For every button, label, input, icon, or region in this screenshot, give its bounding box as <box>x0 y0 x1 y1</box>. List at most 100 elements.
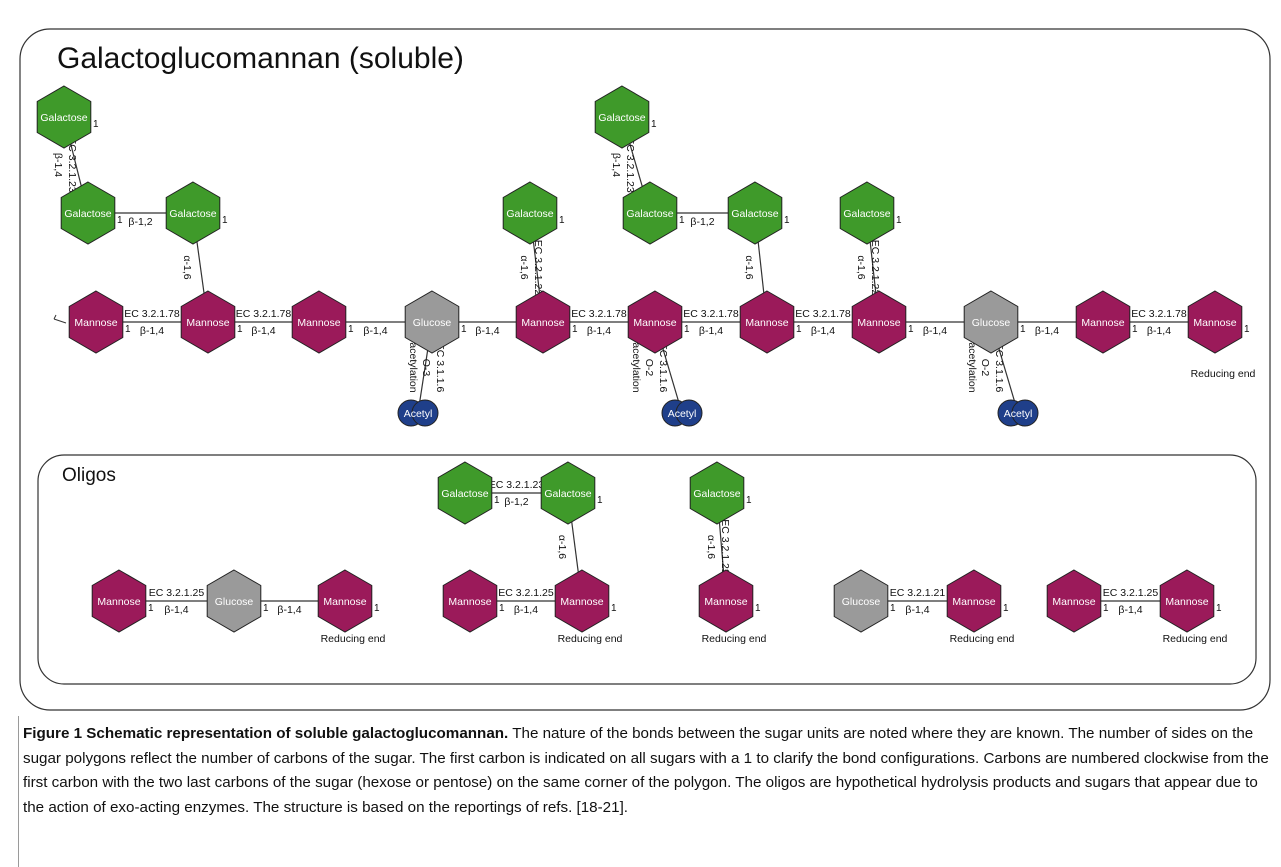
carbon-one-marker: 1 <box>559 215 565 226</box>
sugar-hexagon <box>1046 569 1102 633</box>
bond-type-label: β-1,4 <box>52 153 64 177</box>
bond-type-label: α-1,6 <box>556 535 568 559</box>
acetylation-label: acetylation <box>407 342 419 392</box>
carbon-one-marker: 1 <box>348 324 354 335</box>
carbon-one-marker: 1 <box>796 324 802 335</box>
sugar-label: Mannose <box>448 596 491 608</box>
carbon-one-marker: 1 <box>1003 603 1009 614</box>
sugar-layer: Galactose1Galactose1Galactose1Galactose1… <box>36 85 1250 633</box>
sugar-label: Mannose <box>704 596 747 608</box>
sugar-hexagon <box>689 461 745 525</box>
bond-type-label: β-1,4 <box>475 325 499 337</box>
sugar-hexagon <box>739 290 795 354</box>
bond-type-label: α-1,6 <box>518 255 530 279</box>
sugar-label: Galactose <box>693 488 740 500</box>
sugar-hexagon <box>554 569 610 633</box>
sugar-label: Glucose <box>215 596 254 608</box>
caption-heading: Figure 1 Schematic representation of sol… <box>23 725 509 742</box>
enzyme-label: EC 3.2.1.78 <box>683 308 739 320</box>
sugar-label: Mannose <box>745 317 788 329</box>
oligos-panel-border <box>37 454 1257 685</box>
diagram-title: Galactoglucomannan (soluble) <box>57 42 464 75</box>
sugar-label: Galactose <box>506 208 553 220</box>
bond-type-label: β-1,4 <box>587 325 611 337</box>
sugar-hexagon <box>165 181 221 245</box>
reducing-end-label: Reducing end <box>558 633 623 645</box>
carbon-one-marker: 1 <box>755 603 761 614</box>
sugar-label: Mannose <box>1193 317 1236 329</box>
carbon-one-marker: 1 <box>1132 324 1138 335</box>
mannose-node: Mannose 1 <box>851 290 914 354</box>
carbon-one-marker: 1 <box>890 603 896 614</box>
sugar-label: Galactose <box>731 208 778 220</box>
bond-type-label: α-1,6 <box>743 255 755 279</box>
reducing-end-label: Reducing end <box>1163 633 1228 645</box>
sugar-hexagon <box>291 290 347 354</box>
acetyl-node: Acetyl <box>397 399 439 427</box>
sugar-hexagon <box>727 181 783 245</box>
bond-type-label: β-1,4 <box>923 325 947 337</box>
bond-type-label: β-1,4 <box>140 325 164 337</box>
carbon-one-marker: 1 <box>237 324 243 335</box>
enzyme-label: EC 3.2.1.21 <box>890 587 946 599</box>
acetyl-ring <box>411 399 439 427</box>
sugar-hexagon <box>851 290 907 354</box>
sugar-label: Mannose <box>1165 596 1208 608</box>
sugar-label: Mannose <box>521 317 564 329</box>
carbon-one-marker: 1 <box>374 603 380 614</box>
carbon-one-marker: 1 <box>499 603 505 614</box>
enzyme-label: EC 3.2.1.78 <box>571 308 627 320</box>
mannose-node: Mannose 1 <box>1187 290 1250 354</box>
sugar-hexagon <box>1159 569 1215 633</box>
sugar-label: Mannose <box>857 317 900 329</box>
acetyl-ring <box>675 399 703 427</box>
sugar-hexagon <box>36 85 92 149</box>
sugar-hexagon <box>833 569 889 633</box>
enzyme-label: EC 3.2.1.22 <box>869 240 881 296</box>
sugar-hexagon <box>91 569 147 633</box>
acetyl-label: Acetyl <box>1004 408 1033 420</box>
carbon-one-marker: 1 <box>1244 324 1250 335</box>
outer-panel-border <box>19 28 1271 711</box>
sugar-label: Galactose <box>544 488 591 500</box>
bond-type-label: β-1,4 <box>514 604 538 616</box>
acetyl-label: Acetyl <box>668 408 697 420</box>
sugar-hexagon <box>404 290 460 354</box>
bond-type-label: β-1,4 <box>811 325 835 337</box>
carbon-one-marker: 1 <box>651 119 657 130</box>
sugar-label: Galactose <box>626 208 673 220</box>
oligos-title: Oligos <box>62 465 116 486</box>
sugar-label: Mannose <box>952 596 995 608</box>
bond-type-label: β-1,4 <box>1118 604 1142 616</box>
carbon-one-marker: 1 <box>1216 603 1222 614</box>
carbon-one-marker: 1 <box>784 215 790 226</box>
caption-body: The nature of the bonds between the suga… <box>23 725 1269 816</box>
enzyme-label: EC 3.2.1.25 <box>498 587 554 599</box>
mannose-node: Mannose 1 <box>698 569 761 633</box>
enzyme-label: EC 3.1.1.6 <box>657 343 669 393</box>
acetylation-label: acetylation <box>630 342 642 392</box>
sugar-hexagon <box>594 85 650 149</box>
bond-type-label: β-1,4 <box>251 325 275 337</box>
bond-type-label: O-2 <box>643 359 655 377</box>
reducing-end-label: Reducing end <box>1191 368 1256 380</box>
carbon-one-marker: 1 <box>908 324 914 335</box>
enzyme-label: EC 3.2.1.23 <box>624 137 636 193</box>
sugar-hexagon <box>68 290 124 354</box>
carbon-one-marker: 1 <box>148 603 154 614</box>
sugar-label: Mannose <box>97 596 140 608</box>
reducing-end-label: Reducing end <box>321 633 386 645</box>
sugar-hexagon <box>60 181 116 245</box>
bond-type-label: β-1,4 <box>277 604 301 616</box>
